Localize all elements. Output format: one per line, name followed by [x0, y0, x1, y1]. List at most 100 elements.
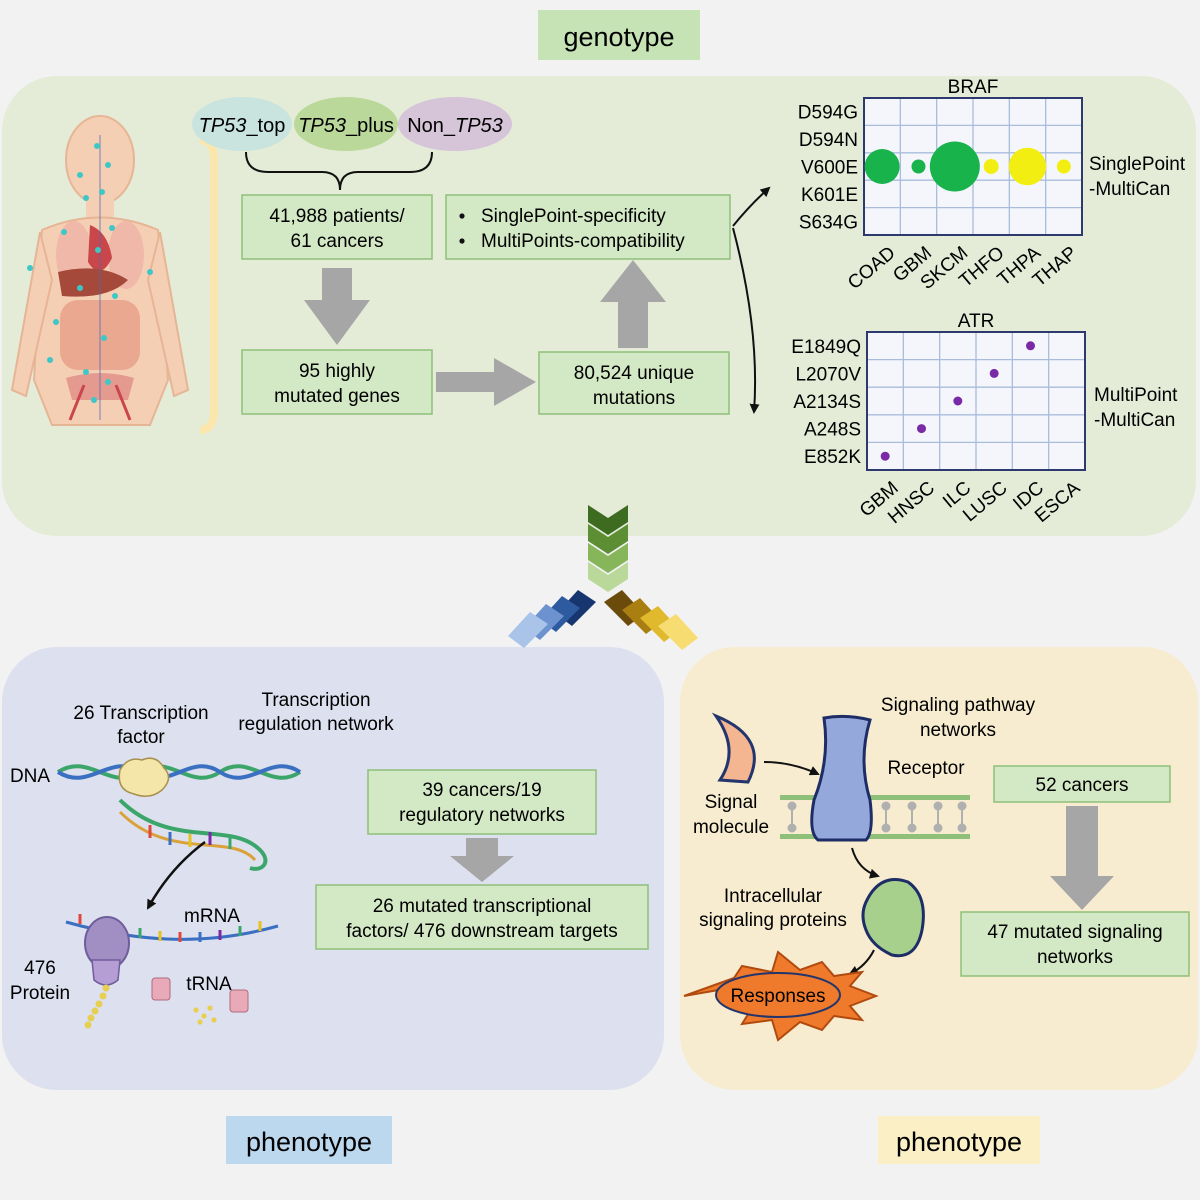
tf-label-line1: 26 Transcription: [73, 703, 208, 724]
regulatory-box-line2: regulatory networks: [399, 805, 565, 826]
arrow-cancers-to-networks: [1050, 806, 1114, 910]
signaling-nets-box: 47 mutated signaling networks: [960, 911, 1190, 977]
chart-y-tick-label: D594N: [799, 130, 858, 151]
patients-box-line1: 41,988 patients/: [269, 206, 405, 227]
chart-data-point: [1026, 341, 1035, 351]
chart-title: BRAF: [948, 77, 999, 98]
chart-data-point: [953, 396, 963, 406]
group-tp53-plus-italic: TP53: [298, 115, 346, 137]
receptor-illustration: [810, 714, 873, 842]
patients-box-line2: 61 cancers: [291, 231, 384, 252]
human-body-illustration: [10, 115, 190, 426]
mutations-box: 80,524 unique mutations: [538, 351, 730, 415]
genotype-tag: genotype: [538, 10, 700, 60]
phenotype-tag-left: phenotype: [226, 1116, 392, 1164]
arrow-mutations-to-criteria: [600, 260, 666, 348]
chart-y-tick-label: A248S: [804, 420, 861, 441]
chevron-down-icon: [588, 505, 628, 592]
tf-targets-box: 26 mutated transcriptional factors/ 476 …: [315, 884, 649, 950]
arrow-receptor-to-intracellular: [851, 847, 880, 879]
protein-label-line2: Protein: [10, 983, 70, 1004]
mrna-label: mRNA: [184, 906, 240, 927]
chart-frame: [863, 97, 1083, 236]
group-non-tp53-italic: TP53: [455, 115, 503, 137]
chart-frame: [866, 331, 1086, 471]
signal-label-line1: Signal: [705, 792, 758, 813]
svg-text:TP53_plus: TP53_plus: [298, 115, 394, 137]
regulatory-box-line1: 39 cancers/19: [422, 780, 541, 801]
tf-label-line2: factor: [117, 727, 165, 748]
chart-y-tick-label: E1849Q: [791, 337, 861, 358]
responses-burst-icon: [683, 950, 879, 1042]
svg-text:Non_TP53: Non_TP53: [407, 115, 503, 137]
group-tp53-top-italic: TP53: [199, 115, 247, 137]
criteria-singlepoint: SinglePoint-specificity: [481, 206, 666, 227]
mutations-box-line2: mutations: [593, 388, 675, 409]
mutations-box-line1: 80,524 unique: [574, 363, 694, 384]
phenotype-tag-right: phenotype: [878, 1116, 1040, 1164]
chart-y-tick-label: V600E: [801, 158, 858, 179]
spn-label-line1: Signaling pathway: [881, 695, 1036, 716]
group-tp53-plus-rest: _plus: [345, 115, 394, 137]
signal-label-line2: molecule: [693, 817, 769, 838]
svg-text:TP53_top: TP53_top: [199, 115, 286, 137]
intracellular-protein-illustration: [861, 878, 925, 958]
trn-label-line2: regulation network: [238, 714, 394, 735]
chevron-left-down-icon: [508, 590, 596, 648]
chart-y-tick-label: D594G: [798, 103, 858, 124]
responses-label: Responses: [730, 986, 825, 1007]
trna-label: tRNA: [186, 974, 232, 995]
criteria-box: SinglePoint-specificity MultiPoints-comp…: [445, 194, 731, 260]
tf-targets-box-line1: 26 mutated transcriptional: [373, 896, 592, 917]
genotype-tag-label: genotype: [563, 22, 674, 52]
chart-data-point: [911, 159, 926, 174]
arrow-to-atr-chart: [732, 227, 760, 414]
patients-box: 41,988 patients/ 61 cancers: [241, 194, 433, 260]
intracellular-label-line1: Intracellular: [724, 886, 823, 907]
group-non-tp53: Non_TP53: [398, 97, 512, 151]
dna-label: DNA: [10, 766, 50, 787]
chart-category-label: -MultiCan: [1094, 410, 1175, 431]
chart-data-point: [989, 368, 999, 378]
protein-label-line1: 476: [24, 958, 56, 979]
chart-data-point: [1056, 159, 1071, 174]
group-tp53-top-rest: _top: [245, 115, 285, 137]
group-tp53-top: TP53_top: [192, 97, 292, 151]
chart-y-tick-label: E852K: [804, 447, 861, 468]
chart-data-point: [917, 424, 926, 434]
chart-category-label: -MultiCan: [1089, 179, 1170, 200]
arrow-to-braf-chart: [732, 186, 771, 227]
cancers52-box: 52 cancers: [993, 765, 1171, 803]
phenotype-tag-left-label: phenotype: [246, 1127, 372, 1157]
signal-molecule-illustration: [711, 712, 756, 784]
arrow-dna-to-mrna: [146, 840, 206, 910]
arrow-patients-to-genes: [304, 268, 370, 345]
chart-data-point: [983, 159, 999, 174]
criteria-multipoints: MultiPoints-compatibility: [481, 231, 685, 252]
cell-membrane-illustration: [780, 795, 970, 839]
phenotype-tag-right-label: phenotype: [896, 1127, 1022, 1157]
group-tp53-plus: TP53_plus: [294, 97, 398, 151]
signaling-nets-box-line2: networks: [1037, 947, 1113, 968]
group-non-tp53-prefix: Non_: [407, 115, 456, 137]
genes-box-line1: 95 highly: [299, 361, 376, 382]
chart-category-label: SinglePoint: [1089, 154, 1186, 175]
regulatory-box: 39 cancers/19 regulatory networks: [367, 769, 597, 835]
genes-box: 95 highly mutated genes: [241, 349, 433, 415]
chart-data-point: [929, 141, 980, 192]
chart-y-tick-label: S634G: [799, 212, 858, 233]
chart-y-tick-label: L2070V: [795, 364, 861, 385]
cancers52-box-label: 52 cancers: [1036, 775, 1129, 796]
spn-label-line2: networks: [920, 720, 996, 741]
chart-title: ATR: [958, 311, 995, 332]
chart-y-tick-label: A2134S: [793, 392, 861, 413]
arrow-genes-to-mutations: [436, 358, 536, 406]
arrow-signal-to-receptor: [763, 761, 820, 776]
arrow-regulatory-to-tf: [450, 838, 514, 882]
receptor-label: Receptor: [887, 758, 965, 779]
chart-data-point: [864, 149, 900, 184]
chevron-right-down-icon: [604, 590, 698, 650]
